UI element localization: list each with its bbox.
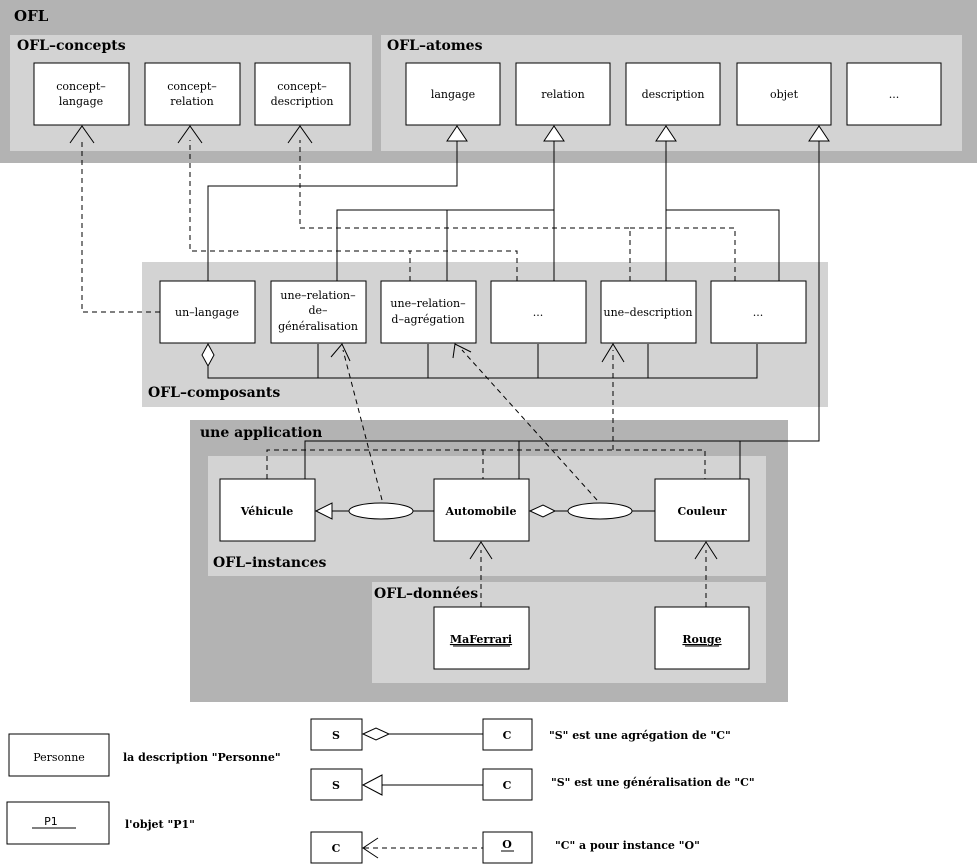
ofl-atomes-label: OFL–atomes bbox=[387, 38, 483, 54]
atome-objet-box: objet bbox=[736, 62, 832, 126]
svg-text:Personne: Personne bbox=[33, 751, 85, 764]
svg-text:langage: langage bbox=[59, 95, 103, 108]
svg-text:la description "Personne": la description "Personne" bbox=[123, 751, 281, 764]
svg-text:...: ... bbox=[533, 306, 544, 319]
arrowheads bbox=[69, 125, 830, 560]
instance-automobile-box: Automobile bbox=[433, 478, 530, 542]
concept-relation-box: concept– relation bbox=[144, 62, 241, 126]
composant-etc2-box: ... bbox=[710, 280, 807, 344]
svg-text:concept–: concept– bbox=[167, 80, 217, 93]
aggregation-relation-ellipse bbox=[567, 502, 633, 520]
svg-text:d–agrégation: d–agrégation bbox=[391, 313, 464, 326]
svg-text:...: ... bbox=[753, 306, 764, 319]
atome-relation-box: relation bbox=[515, 62, 611, 126]
donnee-rouge-box: Rouge bbox=[654, 606, 750, 670]
generalisation-relation-ellipse bbox=[348, 502, 414, 520]
svg-text:...: ... bbox=[889, 88, 900, 101]
legend-object: P1 l'objet "P1" bbox=[6, 801, 195, 845]
svg-text:"S" est une généralisation de: "S" est une généralisation de "C" bbox=[551, 776, 755, 789]
svg-text:description: description bbox=[642, 88, 705, 101]
composant-etc1-box: ... bbox=[490, 280, 587, 344]
svg-text:relation: relation bbox=[170, 95, 214, 108]
svg-text:C: C bbox=[503, 779, 512, 792]
svg-text:P1: P1 bbox=[44, 815, 58, 828]
svg-text:relation: relation bbox=[541, 88, 585, 101]
svg-text:Couleur: Couleur bbox=[677, 505, 726, 518]
legend-generalisation: S C "S" est une généralisation de "C" bbox=[310, 768, 755, 801]
svg-text:objet: objet bbox=[770, 88, 799, 101]
svg-text:Rouge: Rouge bbox=[682, 633, 721, 646]
legend-description: Personne la description "Personne" bbox=[8, 733, 281, 777]
svg-text:une–description: une–description bbox=[604, 306, 693, 319]
svg-text:concept–: concept– bbox=[56, 80, 106, 93]
svg-text:une–relation–: une–relation– bbox=[280, 289, 356, 302]
svg-text:C: C bbox=[332, 842, 341, 855]
atome-langage-box: langage bbox=[405, 62, 501, 126]
svg-text:O: O bbox=[502, 838, 512, 851]
svg-text:langage: langage bbox=[431, 88, 475, 101]
ofl-donnees-label: OFL–données bbox=[374, 586, 478, 602]
svg-text:une–relation–: une–relation– bbox=[390, 297, 466, 310]
svg-text:Automobile: Automobile bbox=[445, 505, 517, 518]
svg-text:Véhicule: Véhicule bbox=[240, 505, 294, 518]
application-label: une application bbox=[200, 425, 322, 441]
instance-couleur-box: Couleur bbox=[654, 478, 750, 542]
composant-relation-agregation-box: une–relation– d–agrégation bbox=[380, 280, 477, 344]
svg-text:concept–: concept– bbox=[277, 80, 327, 93]
legend: Personne la description "Personne" P1 l'… bbox=[6, 718, 755, 864]
composant-relation-generalisation-box: une–relation– de– généralisation bbox=[270, 280, 367, 344]
svg-text:S: S bbox=[332, 779, 340, 792]
composant-un-langage-box: un–langage bbox=[159, 280, 256, 344]
svg-text:description: description bbox=[271, 95, 334, 108]
legend-aggregation: S C "S" est une agrégation de "C" bbox=[310, 718, 731, 751]
svg-text:MaFerrari: MaFerrari bbox=[450, 633, 512, 646]
svg-text:"C" a pour instance "O": "C" a pour instance "O" bbox=[555, 839, 700, 852]
ofl-instances-label: OFL–instances bbox=[213, 555, 327, 571]
svg-text:"S" est une agrégation de "C": "S" est une agrégation de "C" bbox=[549, 729, 731, 742]
atome-etc-box: ... bbox=[846, 62, 942, 126]
svg-text:un–langage: un–langage bbox=[175, 306, 239, 319]
donnee-maferrari-box: MaFerrari bbox=[433, 606, 530, 670]
svg-text:S: S bbox=[332, 729, 340, 742]
svg-text:l'objet "P1": l'objet "P1" bbox=[125, 818, 195, 831]
atome-description-box: description bbox=[625, 62, 721, 126]
ofl-region-label: OFL bbox=[14, 7, 49, 25]
svg-text:de–: de– bbox=[308, 304, 328, 317]
svg-text:C: C bbox=[503, 729, 512, 742]
svg-text:généralisation: généralisation bbox=[278, 320, 358, 333]
concept-langage-box: concept– langage bbox=[33, 62, 130, 126]
composant-une-description-box: une–description bbox=[600, 280, 697, 344]
concept-description-box: concept– description bbox=[254, 62, 351, 126]
legend-instance: C O "C" a pour instance "O" bbox=[310, 831, 700, 864]
connectors bbox=[81, 140, 820, 607]
ofl-composants-label: OFL–composants bbox=[148, 385, 280, 401]
ofl-concepts-label: OFL–concepts bbox=[17, 38, 126, 54]
instance-vehicule-box: Véhicule bbox=[219, 478, 316, 542]
